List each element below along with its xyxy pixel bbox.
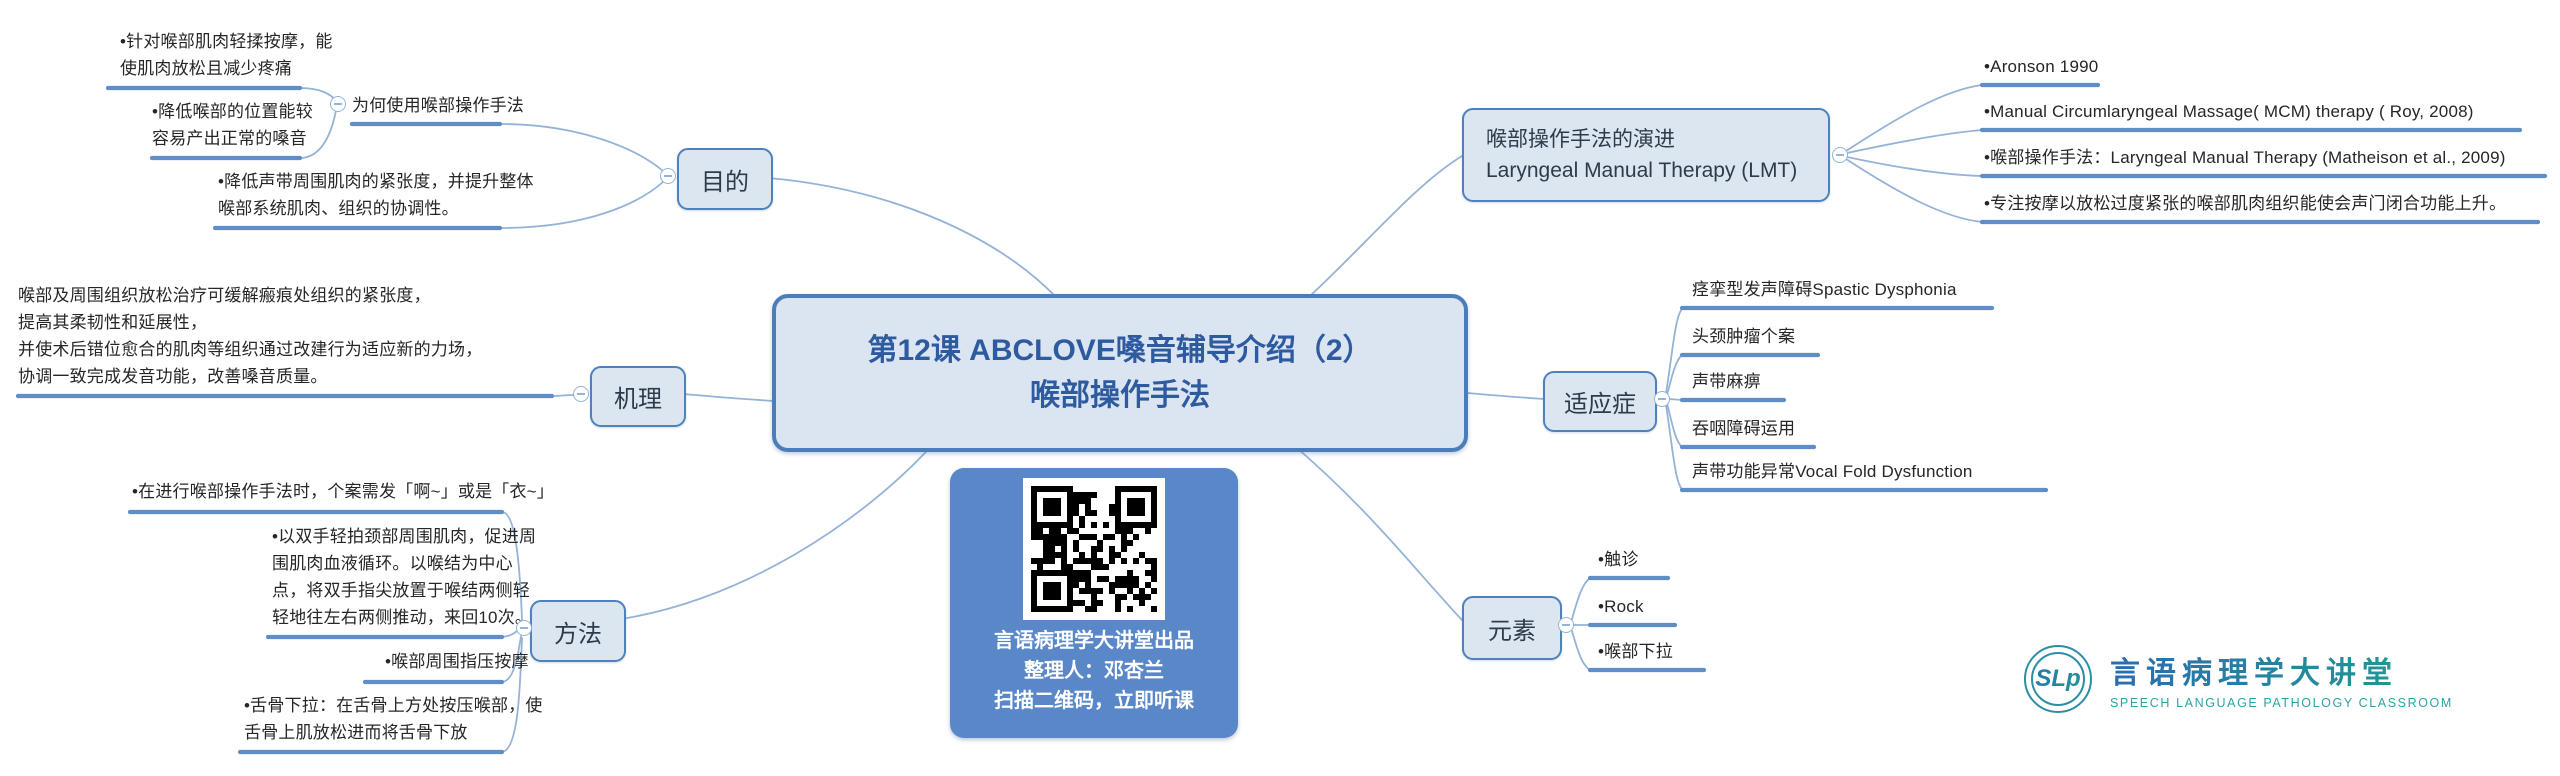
topic-head-neck-tumor[interactable]: 头颈肿瘤个案	[1692, 327, 1796, 346]
central-topic[interactable]: 第12课 ABCLOVE嗓音辅导介绍（2） 喉部操作手法	[772, 294, 1468, 452]
branch-evolution-lmt[interactable]: 喉部操作手法的演进 Laryngeal Manual Therapy (LMT)	[1462, 108, 1830, 202]
topic-spastic-dysphonia[interactable]: 痉挛型发声障碍Spastic Dysphonia	[1692, 280, 1957, 299]
branch-mechanism[interactable]: 机理	[590, 366, 686, 427]
topic-mcm-therapy[interactable]: •Manual Circumlaryngeal Massage( MCM) th…	[1984, 102, 2474, 121]
topic-method-tapping[interactable]: •以双手轻拍颈部周围肌肉，促进周 围肌肉血液循环。以喉结为中心 点，将双手指尖放…	[272, 527, 537, 627]
brand-title: 言语病理学大讲堂	[2110, 648, 2453, 692]
minus-line	[1658, 398, 1666, 400]
minus-line	[520, 627, 528, 629]
minus-line	[1836, 154, 1844, 156]
branch-purpose[interactable]: 目的	[677, 148, 773, 210]
collapse-icon[interactable]	[1832, 147, 1848, 163]
minus-line	[664, 175, 672, 177]
collapse-icon[interactable]	[516, 620, 532, 636]
qr-caption: 言语病理学大讲堂出品 整理人：邓杏兰 扫描二维码，立即听课	[994, 630, 1194, 712]
topic-dysphagia-application[interactable]: 吞咽障碍运用	[1692, 419, 1796, 438]
topic-method-acupressure[interactable]: •喉部周围指压按摩	[385, 652, 529, 671]
topic-larynx-pulldown[interactable]: •喉部下拉	[1598, 642, 1673, 661]
collapse-icon[interactable]	[1558, 617, 1574, 633]
minus-line	[1562, 624, 1570, 626]
branch-method[interactable]: 方法	[530, 600, 626, 662]
branch-indications[interactable]: 适应症	[1543, 371, 1657, 432]
qr-code	[1023, 478, 1165, 620]
topic-method-hyoid-pulldown[interactable]: •舌骨下拉：在舌骨上方处按压喉部，使 舌骨上肌放松进而将舌骨下放	[244, 696, 543, 742]
collapse-icon[interactable]	[1654, 391, 1670, 407]
topic-focused-massage[interactable]: •专注按摩以放松过度紧张的喉部肌肉组织能使会声门闭合功能上升。	[1984, 194, 2507, 213]
topic-why-use-lmt[interactable]: 为何使用喉部操作手法	[352, 96, 524, 115]
topic-vocal-fold-dysfunction[interactable]: 声带功能异常Vocal Fold Dysfunction	[1692, 462, 1973, 481]
slp-monogram: SLp	[2031, 652, 2085, 706]
topic-mechanism-description[interactable]: 喉部及周围组织放松治疗可缓解瘢痕处组织的紧张度， 提高其柔韧性和延展性， 并使术…	[18, 286, 483, 386]
brand-text-block: 言语病理学大讲堂 SPEECH LANGUAGE PATHOLOGY CLASS…	[2110, 648, 2453, 710]
topic-vocal-fold-paralysis[interactable]: 声带麻痹	[1692, 372, 1761, 391]
topic-gentle-massage[interactable]: •针对喉部肌肉轻揉按摩，能 使肌肉放松且减少疼痛	[120, 32, 333, 78]
qr-code-pattern	[1031, 486, 1157, 612]
topic-method-phonation[interactable]: •在进行喉部操作手法时，个案需发「啊~」或是「衣~」	[132, 482, 555, 501]
qr-promo-panel: 言语病理学大讲堂出品 整理人：邓杏兰 扫描二维码，立即听课	[950, 468, 1238, 738]
slp-badge-icon: SLp	[2024, 645, 2092, 713]
topic-lmt-matheison[interactable]: •喉部操作手法：Laryngeal Manual Therapy (Mathei…	[1984, 148, 2506, 167]
minus-line	[577, 393, 585, 395]
collapse-icon[interactable]	[573, 386, 589, 402]
topic-palpation[interactable]: •触诊	[1598, 550, 1639, 569]
minus-line	[334, 103, 342, 105]
branch-elements[interactable]: 元素	[1462, 596, 1562, 660]
topic-lower-larynx-position[interactable]: •降低喉部的位置能较 容易产出正常的嗓音	[152, 102, 313, 148]
collapse-icon[interactable]	[660, 168, 676, 184]
brand-subtitle: SPEECH LANGUAGE PATHOLOGY CLASSROOM	[2110, 696, 2453, 710]
collapse-icon[interactable]	[330, 96, 346, 112]
topic-aronson-1990[interactable]: •Aronson 1990	[1984, 57, 2099, 76]
brand-logo: SLp 言语病理学大讲堂 SPEECH LANGUAGE PATHOLOGY C…	[2024, 645, 2453, 713]
topic-reduce-tension[interactable]: •降低声带周围肌肉的紧张度，并提升整体 喉部系统肌肉、组织的协调性。	[218, 172, 534, 218]
topic-rock[interactable]: •Rock	[1598, 597, 1644, 616]
